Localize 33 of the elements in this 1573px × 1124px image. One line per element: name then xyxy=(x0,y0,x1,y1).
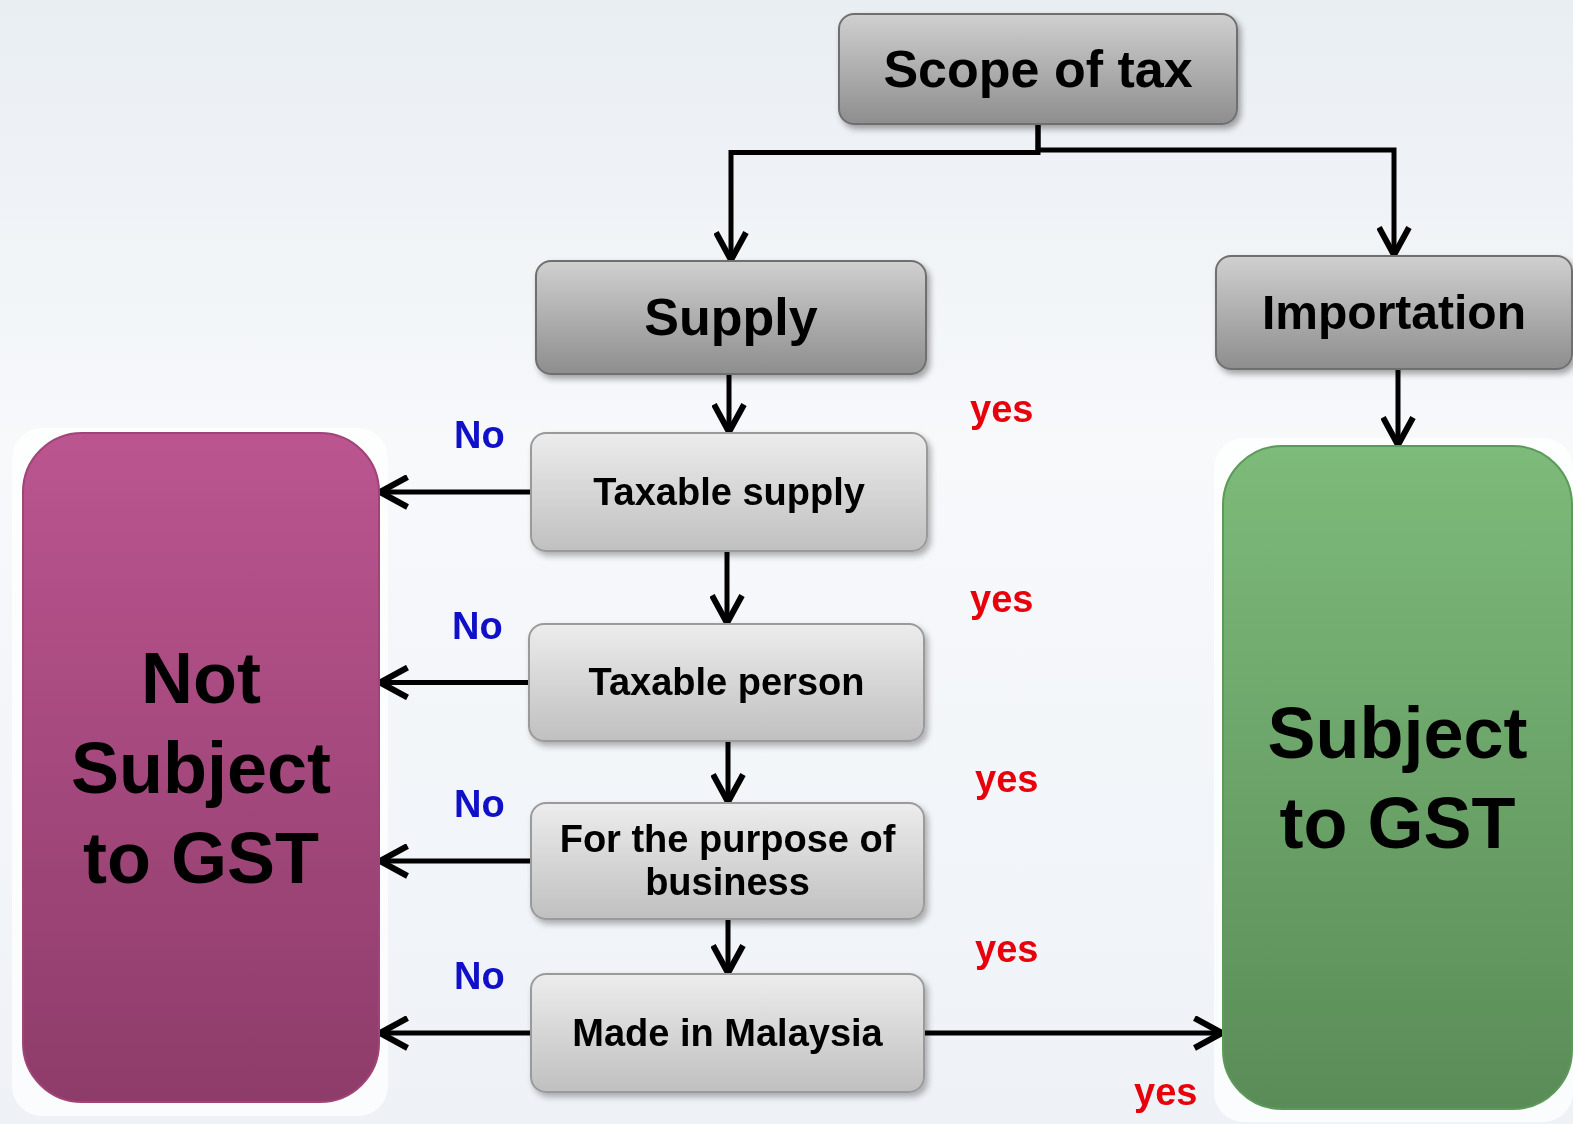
process-box xyxy=(838,13,1238,125)
arrow xyxy=(711,375,747,435)
node-text: Supply xyxy=(644,288,818,347)
condition-box xyxy=(530,432,928,552)
edge-label: No xyxy=(451,604,504,648)
condition-box xyxy=(528,623,925,742)
node-text: Importation xyxy=(1262,285,1526,340)
edge-label: No xyxy=(453,414,506,457)
node-text: Not Subject to GST xyxy=(69,636,333,900)
process-box xyxy=(1215,255,1573,370)
node-text: Made in Malaysia xyxy=(572,1011,883,1055)
edge-label: No xyxy=(453,955,506,998)
edge-label: No xyxy=(453,783,506,826)
yes-label: yes xyxy=(970,578,1034,621)
arrow xyxy=(709,552,745,626)
yes-label: yes xyxy=(970,388,1034,431)
arrow xyxy=(710,742,746,805)
node-text: Subject to GST xyxy=(1266,691,1529,865)
node-text: Taxable supply xyxy=(593,470,865,514)
yes-label: yes xyxy=(975,758,1039,801)
condition-box xyxy=(530,973,925,1093)
yes-label: yes xyxy=(975,928,1039,971)
arrow xyxy=(710,920,746,976)
outcome-box xyxy=(1222,445,1573,1110)
outcome-box xyxy=(22,432,380,1103)
node-text: For the purpose of business xyxy=(558,818,897,904)
condition-box xyxy=(530,802,925,920)
node-text: Taxable person xyxy=(588,661,865,704)
process-box xyxy=(535,260,927,375)
node-text: Scope of tax xyxy=(883,39,1193,99)
edge-label: yes xyxy=(1133,1071,1199,1114)
arrow xyxy=(1380,370,1416,448)
arrow xyxy=(1035,125,1412,258)
